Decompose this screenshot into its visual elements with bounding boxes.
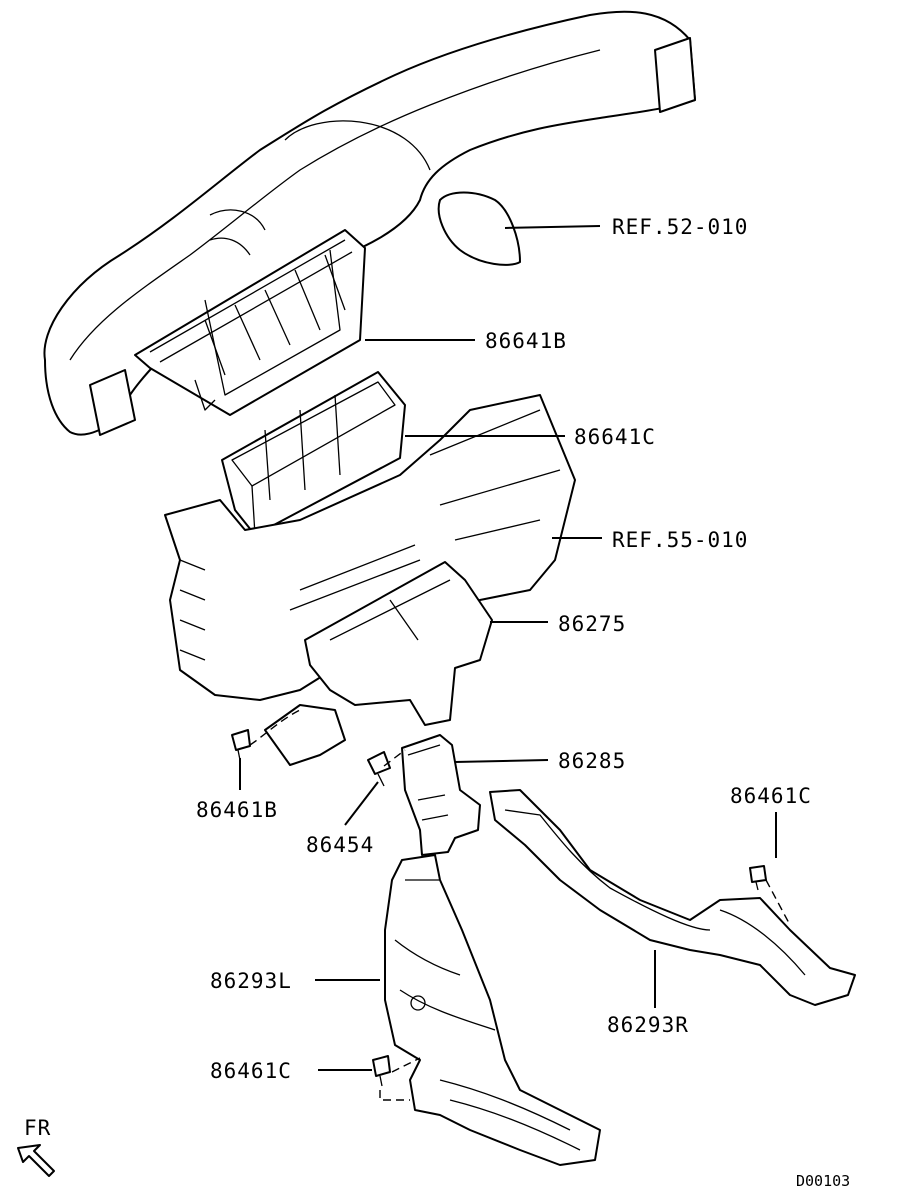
callouts: REF.52-010 86641B 86641C REF.55-010 8627… (196, 215, 812, 1083)
callout-86641b: 86641B (485, 329, 567, 353)
callout-86275: 86275 (558, 612, 626, 636)
screw-86454 (367, 751, 391, 787)
callout-86461c-top: 86461C (730, 784, 812, 808)
orientation-indicator: FR (17, 1116, 55, 1177)
fasteners (231, 709, 791, 1101)
callout-86641c: 86641C (574, 425, 656, 449)
filter-frame-86641b (134, 229, 366, 416)
leader-lines (239, 225, 777, 1071)
clip-86461c-bottom (372, 1055, 391, 1087)
drawing-code: D00103 (796, 1172, 850, 1187)
callout-86293r: 86293R (607, 1013, 689, 1037)
clip-86461c-top (749, 865, 767, 891)
duct-86293l (384, 854, 601, 1166)
duct-86293r (489, 789, 856, 1006)
callout-86285: 86285 (558, 749, 626, 773)
filter-86641c (221, 371, 406, 536)
callout-86461c-bottom: 86461C (210, 1059, 292, 1083)
duct-86275 (264, 561, 493, 766)
callout-ref-55-010: REF.55-010 (612, 528, 748, 552)
duct-86285 (401, 734, 481, 856)
clip-86461b (231, 729, 251, 761)
callout-86461b: 86461B (196, 798, 278, 822)
front-arrow-icon (17, 1144, 55, 1177)
callout-86454: 86454 (306, 833, 374, 857)
callout-ref-52-010: REF.52-010 (612, 215, 748, 239)
heater-unit (164, 394, 576, 701)
callout-86293l: 86293L (210, 969, 292, 993)
front-label: FR (24, 1116, 51, 1140)
upper-duct-assembly (43, 10, 696, 436)
